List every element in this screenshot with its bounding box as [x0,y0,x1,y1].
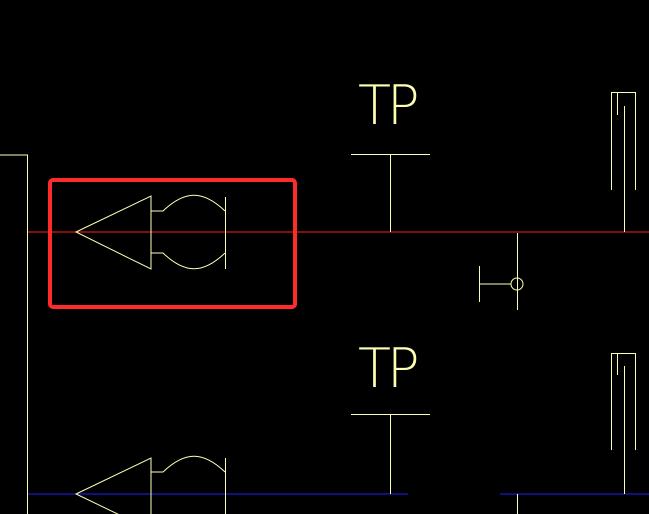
highlight-selection-box[interactable] [48,178,297,309]
vent-symbol-upper [611,92,636,232]
upper-pump-symbol[interactable] [74,194,226,270]
lower-pump-symbol[interactable] [74,455,226,514]
left-vertical-bus [0,154,28,514]
tp-tee-lower [351,414,430,494]
tp-tee-upper [351,154,430,232]
tp-label-upper: TP [358,74,417,137]
vent-symbol-lower [611,353,636,494]
tp-label-lower: TP [358,337,417,400]
valve-symbol [479,233,524,310]
